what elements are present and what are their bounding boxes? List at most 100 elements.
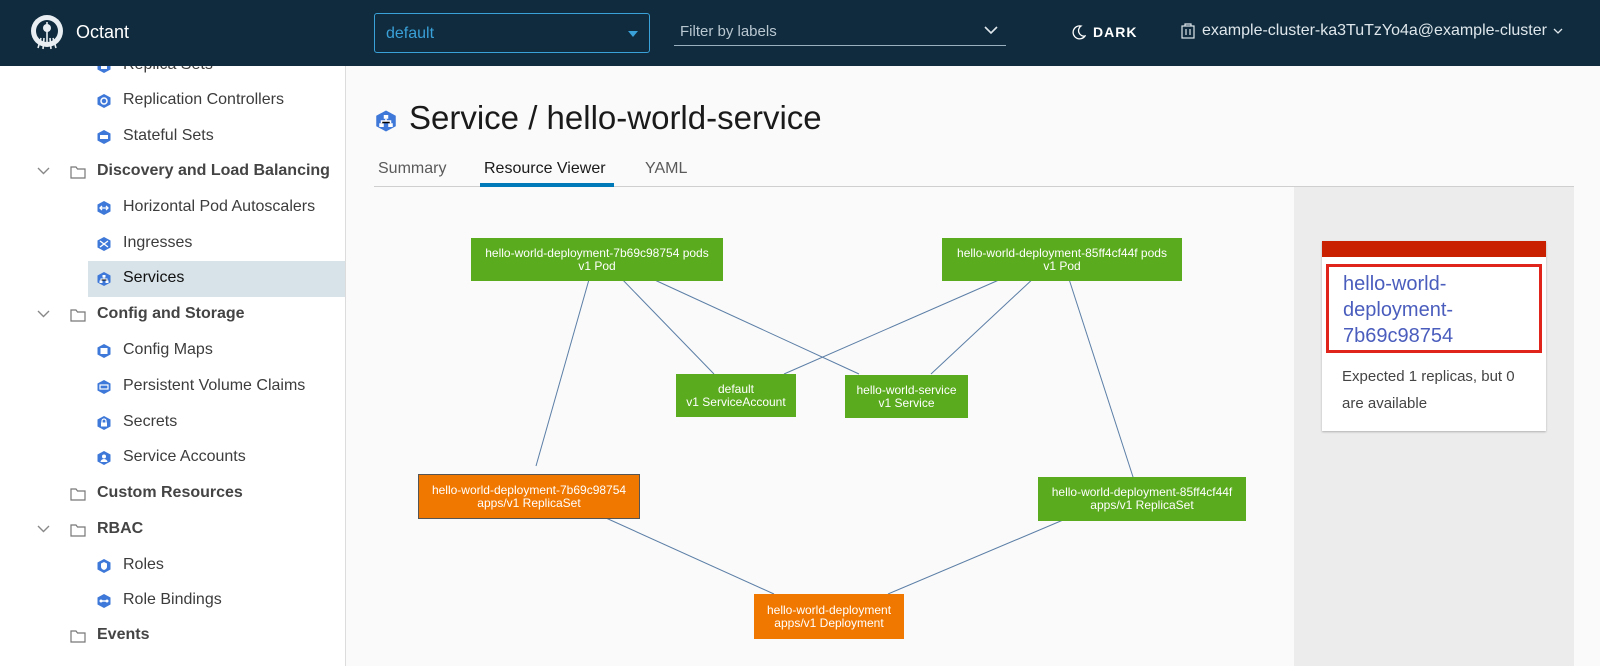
node-kind: apps/v1 Deployment — [774, 615, 884, 630]
sidebar-item-label: Replication Controllers — [123, 91, 284, 108]
graph-node-pod-85ff4cf44f[interactable]: hello-world-deployment-85ff4cf44f pods v… — [942, 238, 1182, 281]
theme-toggle-label: DARK — [1093, 24, 1138, 40]
node-name: hello-world-deployment-85ff4cf44f pods — [957, 245, 1167, 260]
folder-icon — [70, 309, 86, 322]
role-icon — [97, 559, 111, 573]
sidebar-item-label: Secrets — [123, 413, 178, 430]
graph-node-deployment[interactable]: hello-world-deployment apps/v1 Deploymen… — [754, 594, 904, 639]
chevron-down-icon[interactable] — [37, 167, 50, 175]
graph-edge — [887, 511, 1083, 595]
replica-set-icon — [97, 66, 111, 73]
autoscaler-icon — [97, 201, 111, 215]
chevron-down-icon[interactable] — [37, 310, 50, 318]
app-name: Octant — [76, 22, 130, 42]
graph-edge — [618, 275, 715, 375]
node-name: hello-world-deployment — [766, 602, 892, 617]
graph-node-replicaset-7b69c98754[interactable]: hello-world-deployment-7b69c98754 apps/v… — [418, 474, 640, 519]
graph-edge — [645, 275, 860, 375]
resource-link-line: 7b69c98754 — [1343, 325, 1454, 347]
sidebar-group-rbac[interactable]: RBAC — [0, 512, 345, 548]
sidebar-item-label: Services — [123, 269, 185, 286]
resource-status-card: hello-world- deployment- 7b69c98754 Expe… — [1322, 241, 1546, 431]
chevron-down-icon — [1553, 28, 1563, 34]
graph-edge — [930, 275, 1037, 375]
sidebar-group-discovery[interactable]: Discovery and Load Balancing — [0, 154, 345, 190]
sidebar-group-events[interactable]: Events — [0, 618, 345, 654]
node-name: hello-world-deployment-7b69c98754 — [431, 482, 627, 497]
folder-icon — [70, 630, 86, 643]
sidebar-item-label: Horizontal Pod Autoscalers — [123, 198, 316, 215]
sidebar-item-label: Persistent Volume Claims — [123, 377, 306, 394]
graph-edges — [535, 275, 1135, 595]
sidebar-item-roles[interactable]: Roles — [88, 548, 345, 584]
volume-claim-icon — [97, 380, 111, 394]
resource-link-line: deployment- — [1343, 299, 1454, 321]
resource-link-line: hello-world- — [1343, 273, 1447, 295]
cluster-icon — [1181, 23, 1195, 39]
node-name: hello-world-deployment-85ff4cf44f — [1051, 485, 1233, 499]
node-name: hello-world-service — [856, 382, 957, 397]
sidebar-item-services[interactable]: Services — [88, 261, 345, 297]
sidebar-item-pvc[interactable]: Persistent Volume Claims — [88, 369, 345, 405]
sidebar-group-label: Discovery and Load Balancing — [97, 162, 330, 179]
sidebar-item-replica-sets[interactable]: Replica Sets — [88, 66, 345, 84]
replication-controller-icon — [97, 94, 111, 108]
label-filter-placeholder: Filter by labels — [680, 23, 777, 40]
graph-node-service[interactable]: hello-world-service v1 Service — [845, 375, 968, 418]
cluster-name: example-cluster-ka3TuTzYo4a@example-clus… — [1202, 22, 1547, 39]
node-name: hello-world-deployment-7b69c98754 pods — [485, 245, 709, 260]
namespace-value: default — [386, 25, 435, 42]
folder-icon — [70, 524, 86, 537]
sidebar-group-custom-resources[interactable]: Custom Resources — [0, 476, 345, 512]
cluster-selector[interactable]: example-cluster-ka3TuTzYo4a@example-clus… — [1180, 22, 1563, 40]
label-filter-input[interactable]: Filter by labels — [674, 20, 1006, 46]
theme-toggle-button[interactable]: DARK — [1072, 24, 1137, 40]
sidebar-item-label: Stateful Sets — [123, 127, 214, 144]
sidebar-item-label: Config Maps — [123, 341, 213, 358]
sidebar-item-label: Roles — [123, 556, 164, 573]
sidebar-item-hpa[interactable]: Horizontal Pod Autoscalers — [88, 190, 345, 226]
graph-node-service-account[interactable]: default v1 ServiceAccount — [676, 374, 796, 417]
graph-node-pod-7b69c98754[interactable]: hello-world-deployment-7b69c98754 pods v… — [471, 238, 723, 281]
sidebar-item-config-maps[interactable]: Config Maps — [88, 333, 345, 369]
moon-icon — [1072, 24, 1086, 39]
active-tab-indicator — [480, 183, 614, 187]
sidebar-item-ingresses[interactable]: Ingresses — [88, 226, 345, 262]
tab-resource-viewer[interactable]: Resource Viewer — [484, 160, 606, 177]
sidebar-item-role-bindings[interactable]: Role Bindings — [88, 583, 345, 619]
sidebar-group-label: Custom Resources — [97, 484, 243, 501]
node-kind: v1 Service — [878, 395, 935, 410]
sidebar-item-label: Role Bindings — [123, 591, 222, 608]
sidebar-item-stateful-sets[interactable]: Stateful Sets — [88, 119, 345, 155]
node-kind: apps/v1 ReplicaSet — [1090, 498, 1194, 512]
namespace-select[interactable]: default — [374, 13, 650, 53]
sidebar-item-replication-controllers[interactable]: Replication Controllers — [88, 83, 345, 119]
status-bar — [1322, 241, 1546, 257]
service-icon — [97, 272, 111, 286]
node-kind: v1 Pod — [1043, 258, 1081, 273]
service-icon — [376, 110, 396, 132]
top-header: Octant default Filter by labels DARK exa… — [0, 0, 1600, 66]
tab-yaml[interactable]: YAML — [645, 160, 688, 177]
folder-icon — [70, 488, 86, 501]
sidebar-group-config-storage[interactable]: Config and Storage — [0, 297, 345, 333]
resource-link[interactable]: hello-world- deployment- 7b69c98754 — [1326, 264, 1542, 353]
sidebar-item-service-accounts[interactable]: Service Accounts — [88, 440, 345, 476]
sidebar-item-secrets[interactable]: Secrets — [88, 405, 345, 441]
graph-edge — [1067, 275, 1135, 481]
graph-node-replicaset-85ff4cf44f[interactable]: hello-world-deployment-85ff4cf44f apps/v… — [1038, 477, 1246, 521]
service-account-icon — [97, 451, 111, 465]
resource-graph: hello-world-deployment-7b69c98754 pods v… — [374, 187, 1294, 666]
sidebar-item-label: Ingresses — [123, 234, 193, 251]
sidebar-group-label: RBAC — [97, 520, 144, 537]
sidebar-group-label: Events — [97, 626, 150, 643]
octant-logo-icon[interactable] — [30, 14, 64, 52]
tab-summary[interactable]: Summary — [378, 160, 447, 177]
chevron-down-icon[interactable] — [37, 525, 50, 533]
role-binding-icon — [97, 594, 111, 608]
stateful-set-icon — [97, 130, 111, 144]
node-kind: v1 ServiceAccount — [686, 394, 786, 409]
sidebar-group-label: Config and Storage — [97, 305, 245, 322]
tab-bar: Summary Resource Viewer YAML — [374, 150, 1574, 187]
chevron-down-icon[interactable] — [984, 26, 998, 35]
